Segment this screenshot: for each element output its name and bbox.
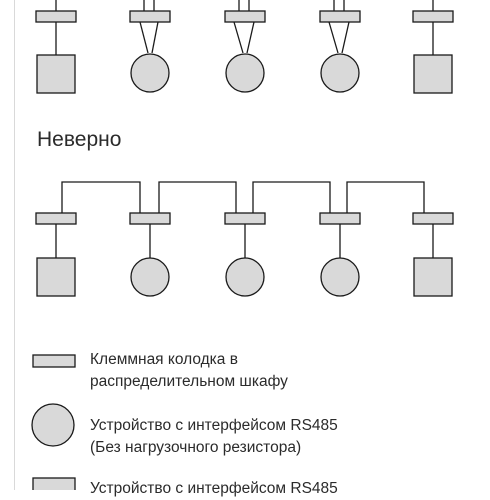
bottom-wiring-section [35,181,454,297]
device-no-resistor-shape [130,257,170,297]
legend-line: Устройство с интерфейсом RS485 [90,417,338,434]
legend-line: распределительном шкафу [90,373,288,390]
bottom-node-4 [319,212,361,297]
legend-line: Устройство с интерфейсом RS485 [90,480,338,497]
device-with-resistor-shape [413,54,453,94]
device-no-resistor-shape [225,53,265,93]
top-node-2 [129,0,171,93]
top-node-4 [319,0,361,93]
section-title-incorrect: Неверно [37,128,122,151]
legend-line: Клеммная колодка в [90,351,238,368]
terminal-block-shape [129,212,171,225]
terminal-block-shape [35,10,77,23]
terminal-block-shape [412,212,454,225]
legend-terminal-block-label: Клеммная колодка в распределительном шка… [90,349,288,393]
terminal-block-shape [35,212,77,225]
device-with-resistor-shape [36,54,76,94]
device-no-resistor-shape [130,53,170,93]
bus-wire [158,181,237,213]
legend-symbols [31,354,76,490]
bottom-node-3 [224,212,266,297]
terminal-block-shape [319,212,361,225]
legend-device-no-resistor-label: Устройство с интерфейсом RS485 (Без нагр… [90,415,338,459]
legend-device-no-resistor-symbol [31,403,75,447]
bus-wire [61,181,141,213]
bottom-node-2 [129,212,171,297]
top-node-3 [224,0,266,93]
bottom-node-1 [35,212,77,297]
device-no-resistor-shape [320,53,360,93]
terminal-block-shape [412,10,454,23]
bottom-node-5 [412,212,454,297]
device-no-resistor-shape [320,257,360,297]
device-with-resistor-shape [413,257,453,297]
terminal-block-shape [129,10,171,23]
legend-line: (Без нагрузочного резистора) [90,439,302,456]
legend-device-with-resistor-symbol [32,477,76,490]
terminal-block-shape [319,10,361,23]
top-node-5 [412,0,454,94]
terminal-block-shape [224,10,266,23]
top-wiring-section [35,0,454,94]
page-edge-line [14,0,15,490]
device-with-resistor-shape [36,257,76,297]
bus-wire [252,181,331,213]
terminal-block-shape [224,212,266,225]
top-node-1 [35,0,77,94]
bus-wire [346,181,425,213]
device-no-resistor-shape [225,257,265,297]
legend-device-with-resistor-label: Устройство с интерфейсом RS485 [90,478,338,500]
legend-terminal-block-symbol [32,354,76,368]
